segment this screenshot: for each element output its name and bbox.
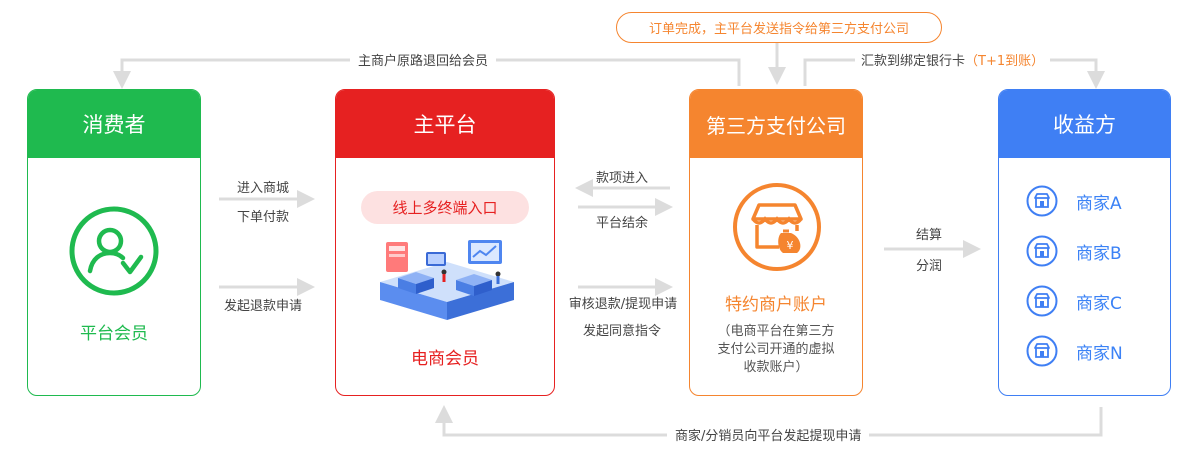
store-icon (1026, 185, 1058, 217)
label-refund-request: 发起退款申请 (223, 299, 302, 314)
consumer-title: 消费者 (28, 90, 200, 158)
label-remit: 汇款到绑定银行卡（T+1到账） (855, 50, 1051, 69)
member-user-check-icon (69, 206, 159, 296)
payment-title: 第三方支付公司 (690, 90, 862, 158)
merchant-item-a: 商家A (1026, 185, 1122, 217)
platform-label: 电商会员 (411, 349, 479, 369)
top-notice-pill: 订单完成，主平台发送指令给第三方支付公司 (616, 12, 942, 43)
label-place-order: 下单付款 (236, 210, 289, 225)
platform-title: 主平台 (336, 90, 554, 158)
label-approve-cmd: 发起同意指令 (582, 324, 661, 339)
store-icon (1026, 235, 1058, 267)
beneficiary-title: 收益方 (999, 90, 1170, 158)
label-profit-share: 分润 (915, 259, 942, 274)
consumer-card: 消费者 平台会员 (27, 89, 201, 396)
store-icon (1026, 285, 1058, 317)
account-title: 特约商户账户 (725, 295, 827, 315)
consumer-label: 平台会员 (80, 324, 148, 344)
merchant-item-b: 商家B (1026, 235, 1122, 267)
svg-text:¥: ¥ (787, 239, 794, 252)
label-review-request: 审核退款/提现申请 (568, 297, 678, 312)
merchant-label-n: 商家N (1076, 343, 1123, 364)
merchant-label-b: 商家B (1076, 243, 1122, 264)
merchant-label-a: 商家A (1076, 193, 1122, 214)
label-refund-back: 主商户原路退回给会员 (350, 50, 497, 69)
merchant-item-n: 商家N (1026, 335, 1123, 367)
entry-badge: 线上多终端入口 (361, 191, 529, 224)
label-enter-mall: 进入商城 (236, 181, 289, 196)
account-desc-2: 支付公司开通的虚拟 (717, 342, 835, 357)
label-remit-prefix: 汇款到绑定银行卡 (861, 54, 966, 69)
isometric-platform-illustration (380, 240, 514, 320)
merchant-item-c: 商家C (1026, 285, 1122, 317)
entry-badge-text: 线上多终端入口 (392, 199, 498, 217)
account-desc-1: （电商平台在第三方 (717, 324, 835, 339)
merchant-label-c: 商家C (1076, 293, 1122, 314)
top-notice-text: 订单完成，主平台发送指令给第三方支付公司 (648, 22, 909, 37)
shop-moneybag-icon: ¥ (733, 183, 821, 271)
account-desc-3: 收款账户） (743, 360, 809, 375)
platform-card: 主平台 线上多终端入口 电商会员 (335, 89, 555, 396)
label-payment-in: 款项进入 (595, 171, 648, 186)
label-settle: 结算 (915, 228, 942, 243)
label-platform-settle: 平台结余 (595, 216, 648, 231)
beneficiary-card: 收益方 (998, 89, 1171, 396)
store-icon (1026, 335, 1058, 367)
payment-card: 第三方支付公司 ¥ 特约商户账户 （电商平台在第三方 支付公司开通的虚拟 收款账… (689, 89, 863, 396)
label-withdraw-request: 商家/分销员向平台发起提现申请 (667, 425, 870, 444)
label-remit-suffix: （T+1到账） (965, 54, 1045, 69)
